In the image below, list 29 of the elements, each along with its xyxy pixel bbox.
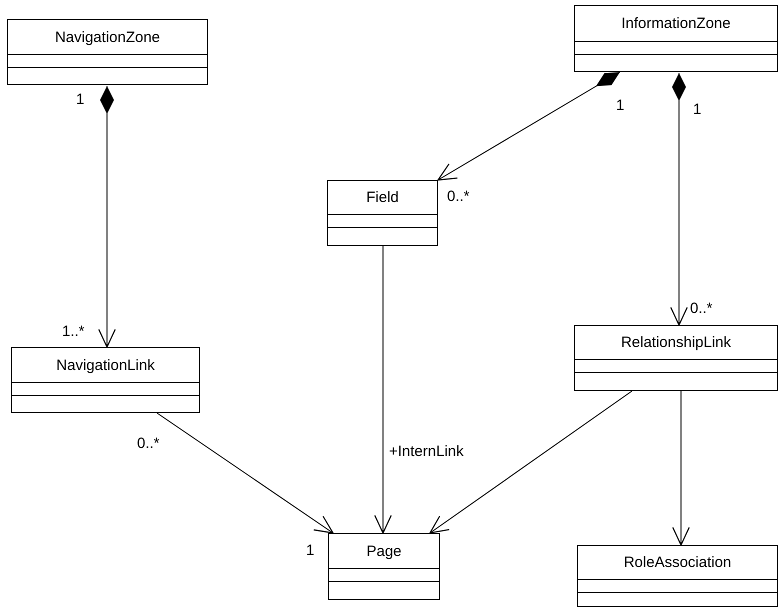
class-name: RelationshipLink [620, 334, 732, 351]
multiplicity-label: 1 [306, 542, 314, 559]
multiplicity-label: 0..* [447, 188, 470, 205]
association-arrow [429, 390, 632, 534]
class-name: NavigationLink [56, 356, 155, 374]
class-name: InformationZone [621, 15, 731, 32]
class-box [328, 533, 440, 600]
multiplicity-label: 1 [693, 101, 702, 118]
class-box [7, 19, 208, 85]
association-arrow [672, 390, 690, 546]
multiplicity-label: 0..* [690, 300, 713, 317]
class-box [574, 325, 778, 391]
multiplicity-label: 0..* [137, 435, 160, 452]
class-box [11, 347, 200, 413]
multiplicity-label: 1 [76, 91, 84, 108]
composition-arrow [437, 72, 620, 181]
class-box [577, 545, 778, 607]
association-arrow [374, 246, 392, 534]
class-box [327, 180, 438, 246]
class-name: NavigationZone [54, 28, 160, 46]
class-box [574, 5, 778, 72]
composition-arrow [670, 72, 688, 326]
association-arrow [156, 412, 334, 534]
class-name: Field [366, 189, 399, 206]
composition-arrow [98, 86, 116, 348]
class-name: RoleAssociation [624, 554, 732, 571]
multiplicity-label: 1..* [62, 323, 85, 340]
class-name: Page [366, 542, 402, 560]
multiplicity-label: 1 [616, 97, 624, 114]
